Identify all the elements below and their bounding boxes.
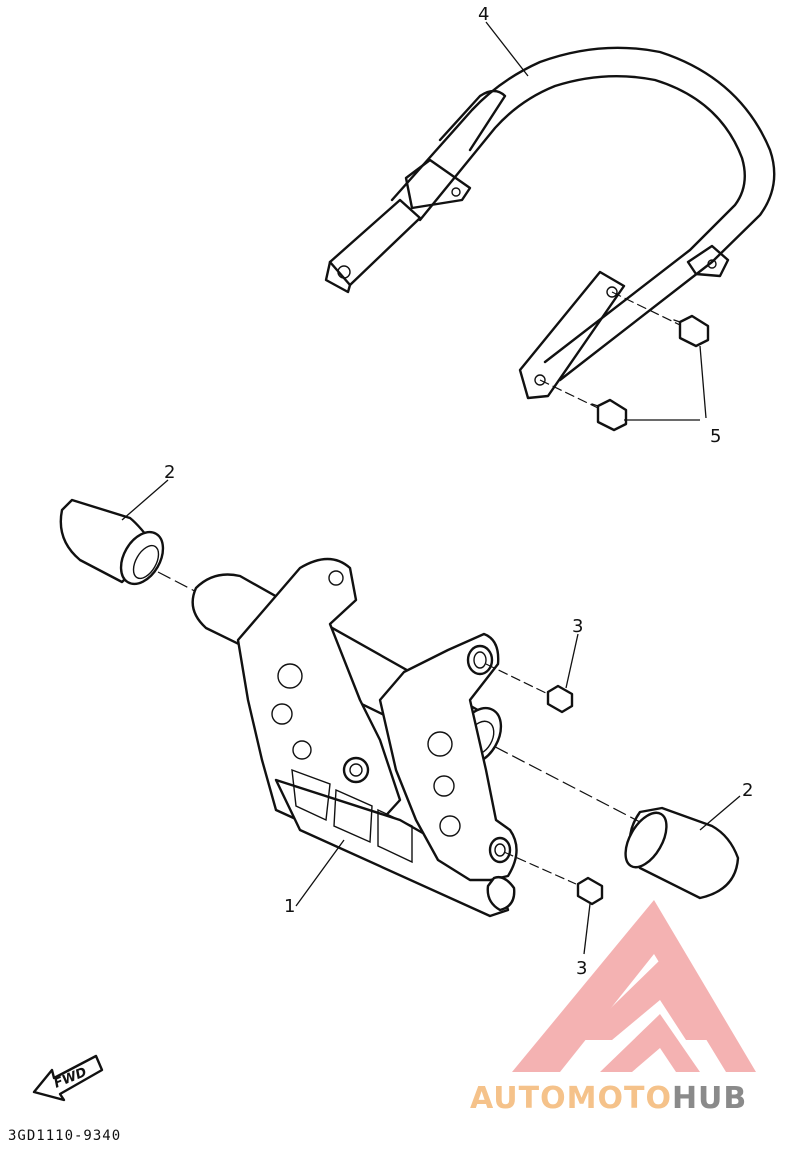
callout-part-1: 1: [284, 896, 295, 917]
callout-part-5: 5: [710, 426, 721, 447]
svg-text:AUTOMOTOHUB: AUTOMOTOHUB: [470, 1081, 747, 1116]
callout-part-3-upper: 3: [572, 616, 583, 637]
callout-part-2-right: 2: [742, 780, 753, 801]
watermark-text-part2: HUB: [672, 1081, 747, 1116]
bolt-5-lower: [591, 398, 628, 432]
callout-part-2-left: 2: [164, 462, 175, 483]
part-2-cap-left: [59, 498, 165, 586]
callout-part-3-lower: 3: [576, 958, 587, 979]
part-4-grab-bar: [324, 46, 776, 400]
part-3-bolts: [485, 633, 604, 955]
bolt-3-lower: [576, 876, 604, 906]
drawing-code: 3GD1110-9340: [8, 1128, 121, 1144]
part-5-bolts: [539, 291, 710, 432]
bolt-3-upper: [546, 684, 574, 714]
part-2-cap-right: [624, 806, 740, 900]
bolt-5-upper: [673, 314, 710, 348]
fwd-direction-arrow: FWD: [32, 1054, 104, 1102]
watermark-text-part1: AUTOMOTO: [470, 1081, 672, 1116]
watermark-logo: [512, 900, 756, 1072]
callout-part-4: 4: [478, 4, 489, 25]
part-1-guard: [191, 557, 518, 918]
